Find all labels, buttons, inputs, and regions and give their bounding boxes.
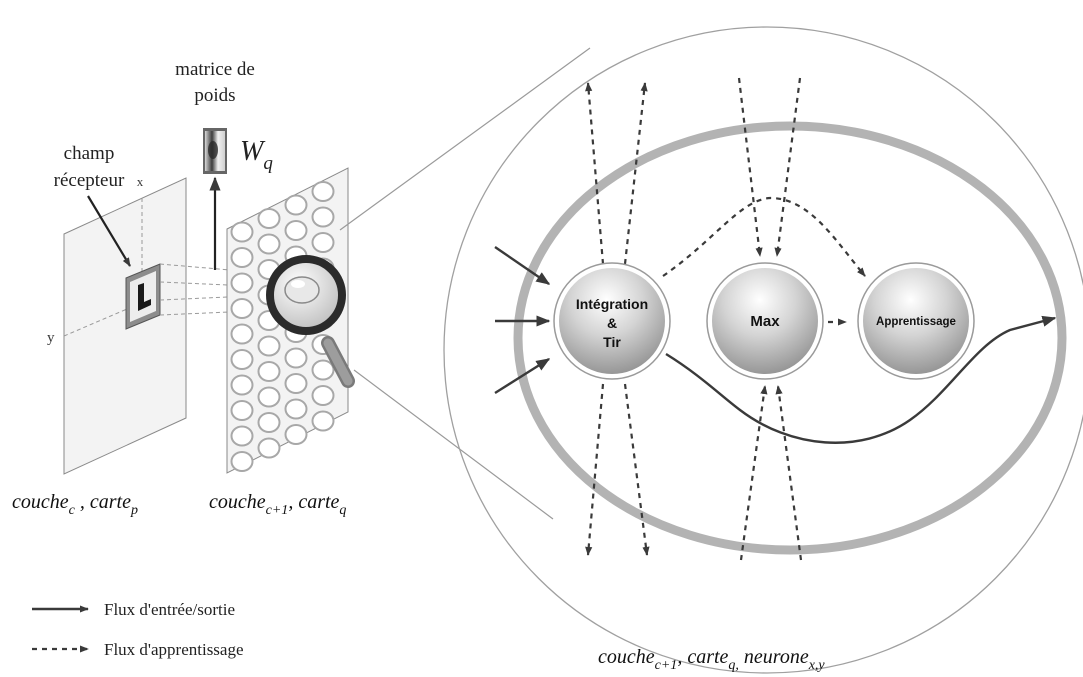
- svg-text:matrice de: matrice de: [175, 59, 255, 80]
- integration-node: Intégration & Tir: [553, 262, 671, 380]
- neuron-ring: [230, 298, 254, 319]
- receptive-field: [125, 263, 161, 330]
- neuron-ring: [311, 206, 335, 228]
- neuron-ring: [284, 373, 308, 394]
- io-flow-arrows: [494, 246, 1057, 444]
- neuron-ring: [230, 425, 254, 447]
- zoom-circle: [443, 26, 1083, 674]
- max-node: Max: [706, 262, 824, 380]
- svg-text:champ: champ: [64, 143, 115, 164]
- neuron-ring: [257, 386, 281, 408]
- neuron-ring: [230, 272, 254, 294]
- neuron-ring: [230, 451, 254, 472]
- svg-text:Max: Max: [750, 313, 780, 330]
- axis-y-label: y: [47, 330, 55, 346]
- neuron-ring: [257, 437, 281, 459]
- svg-text:poids: poids: [194, 85, 235, 106]
- svg-text:Apprentissage: Apprentissage: [876, 316, 956, 328]
- neuron-ring: [230, 400, 254, 421]
- legend-learning-flow: Flux d'apprentissage: [32, 640, 244, 659]
- neuron-ring: [311, 181, 335, 202]
- weight-matrix-label: matrice de poids: [175, 59, 255, 106]
- caption-layer-c: couchec , cartep: [12, 491, 138, 518]
- neuron-ring: [284, 424, 308, 445]
- zoom-lines: [339, 47, 591, 520]
- neuron-ring: [230, 247, 254, 268]
- neuron-ring: [284, 220, 308, 241]
- neuron-ring: [257, 335, 281, 357]
- neuron-ring: [230, 323, 254, 345]
- neuron-ring: [311, 385, 335, 406]
- caption-neuron: couchec+1, carteq, neuronex,y: [598, 646, 825, 673]
- learning-node: Apprentissage: [857, 262, 975, 380]
- svg-text:&: &: [607, 315, 617, 331]
- legend: Flux d'entrée/sortie Flux d'apprentissag…: [32, 600, 244, 659]
- neuron-ring: [284, 347, 308, 369]
- neuron-ring: [257, 233, 281, 255]
- neuron-membrane: [513, 121, 1067, 555]
- layer-c-sheet: x y: [47, 174, 187, 475]
- axis-x-label: x: [137, 174, 144, 189]
- svg-text:Flux d'apprentissage: Flux d'apprentissage: [104, 640, 244, 659]
- neuron-ring: [257, 208, 281, 229]
- neuron-ring: [230, 349, 254, 370]
- neuron-ring: [257, 361, 281, 382]
- receptive-field-label: champ récepteur: [54, 143, 131, 267]
- neuron-ring: [311, 410, 335, 432]
- projection-lines: [159, 263, 231, 316]
- caption-layer-c1: couchec+1, carteq: [209, 491, 346, 518]
- magnifier-icon: [266, 255, 355, 388]
- svg-text:Tir: Tir: [603, 334, 621, 350]
- neuron-ring: [311, 359, 335, 381]
- neuron-ring: [311, 232, 335, 253]
- weight-symbol: Wq: [240, 136, 273, 174]
- svg-text:Flux d'entrée/sortie: Flux d'entrée/sortie: [104, 600, 235, 619]
- neuron-ring: [257, 412, 281, 433]
- learning-flow-arrows: [585, 77, 866, 561]
- neuron-ring: [284, 194, 308, 216]
- legend-io-flow: Flux d'entrée/sortie: [32, 600, 235, 619]
- svg-text:récepteur: récepteur: [54, 170, 125, 191]
- neuron-ring: [230, 374, 254, 396]
- neuron-ring: [284, 398, 308, 420]
- weight-matrix-icon: [203, 128, 227, 174]
- neuron-ring: [230, 221, 254, 243]
- svg-text:Intégration: Intégration: [576, 296, 648, 312]
